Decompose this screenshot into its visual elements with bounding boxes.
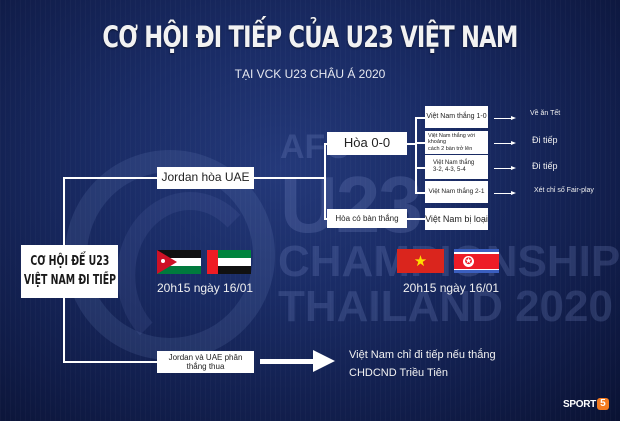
connector-r4 [415, 192, 425, 194]
connector-root-to-decisive [63, 361, 157, 363]
root-box: CƠ HỘI ĐỂ U23 VIỆT NAM ĐI TIẾP [21, 245, 118, 298]
conclusion-line1: Việt Nam chỉ đi tiếp nếu thắng [349, 349, 496, 361]
connector-root-to-draw [63, 177, 157, 179]
condition-line2: cách 2 bàn trở lên [428, 145, 473, 152]
conclusion-line2: CHDCND Triều Tiên [349, 367, 449, 379]
decisive-conclusion: Việt Nam chỉ đi tiếp nếu thắng CHDCND Tr… [349, 346, 496, 382]
big-arrow-right-icon [313, 350, 335, 372]
page-title: CƠ HỘI ĐI TIẾP CỦA U23 VIỆT NAM [102, 20, 518, 54]
watermark-thailand: THAILAND 2020 [278, 282, 613, 331]
logo-badge: 5 [596, 398, 609, 410]
root-line2: VIỆT NAM ĐI TIẾP [23, 272, 116, 288]
connector-r1 [415, 117, 425, 119]
condition-vn-win-2-1: Việt Nam thắng 2-1 [425, 181, 488, 203]
north-korea-flag-icon: ✪ [454, 249, 499, 273]
connector-to-hoa00 [324, 143, 327, 145]
watermark-championship: CHAMPIONSHIP [278, 237, 620, 286]
branch-jordan-uae-decisive: Jordan và UAE phân thắng thua [157, 351, 254, 373]
outcome-fair-play: Xét chỉ số Fair-play [534, 187, 594, 194]
vietnam-flag-icon: ★ [397, 249, 444, 273]
branch-scoring-draw: Hòa có bàn thắng [327, 209, 407, 228]
connector-r3 [415, 167, 425, 169]
condition-line1: Việt Nam thắng [433, 160, 475, 167]
decisive-line1: Jordan và UAE phân [168, 352, 243, 362]
connector-r2 [415, 142, 425, 144]
page-subtitle: TẠI VCK U23 CHÂU Á 2020 [234, 67, 386, 81]
logo-text: SPORT [563, 398, 596, 410]
arrow-right-icon [494, 116, 516, 120]
connector-to-hoa-goals [324, 218, 327, 220]
connector-draw-out [254, 177, 325, 179]
outcome-go-home: Về ăn Tết [530, 110, 561, 117]
condition-vn-win-high-scoring: Việt Nam thắng 3-2, 4-3, 5-4 [425, 155, 488, 179]
match-time-vietnam-prk: 20h15 ngày 16/01 [403, 281, 500, 295]
arrow-right-icon [494, 141, 516, 145]
match-time-jordan-uae: 20h15 ngày 16/01 [157, 281, 254, 295]
root-line1: CƠ HỘI ĐỂ U23 [30, 253, 109, 269]
connector-draw-vertical [324, 143, 326, 219]
jordan-flag-icon [157, 250, 201, 274]
connector-hoa-goals-out [407, 218, 425, 220]
outcome-advance: Đi tiếp [532, 161, 558, 171]
big-arrow-shaft [260, 359, 320, 364]
arrow-right-icon [494, 191, 516, 195]
uae-flag-icon [207, 250, 251, 274]
branch-draw-0-0: Hòa 0-0 [327, 132, 407, 155]
condition-line1: Việt Nam thắng với khoảng [428, 133, 475, 146]
connector-hoa00-out [407, 143, 416, 145]
result-vietnam-eliminated: Việt Nam bị loại [425, 208, 488, 230]
condition-vn-win-1-0: Việt Nam thắng 1-0 [425, 106, 488, 128]
condition-line2: 3-2, 4-3, 5-4 [433, 167, 466, 173]
decisive-line2: thắng thua [186, 362, 225, 371]
arrow-right-icon [494, 166, 516, 170]
outcome-advance: Đi tiếp [532, 135, 558, 145]
sport5-logo: SPORT 5 [563, 398, 609, 410]
branch-jordan-draw-uae: Jordan hòa UAE [157, 167, 254, 189]
condition-vn-win-2-goal-margin: Việt Nam thắng với khoảng cách 2 bàn trở… [425, 131, 488, 154]
connector-hoa00-vertical [415, 117, 417, 194]
